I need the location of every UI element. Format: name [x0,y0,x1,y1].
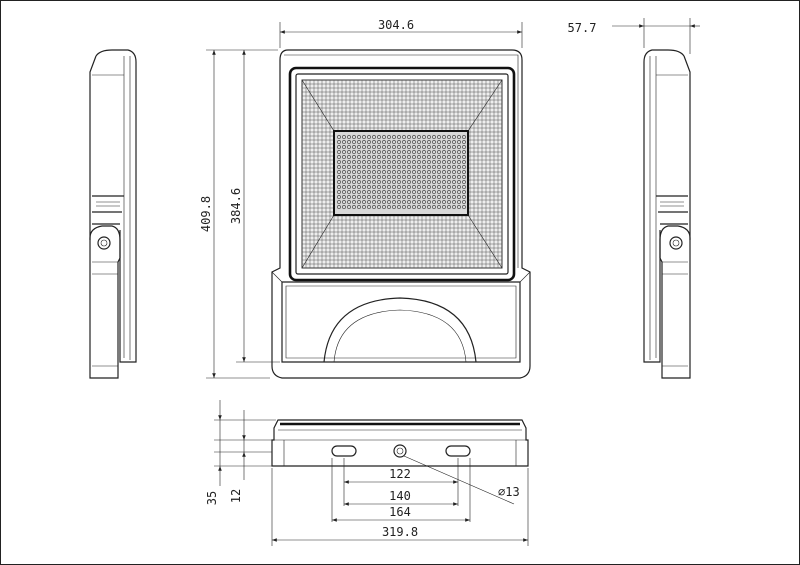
dim-label-140: 140 [389,489,411,503]
dim-label-164: 164 [389,505,411,519]
dim-front-height-total: 409.8 [199,49,278,379]
bottom-view [271,419,529,467]
mounting-slot-right [445,445,471,457]
dim-label-319-8: 319.8 [382,525,418,539]
mounting-slot-left [331,445,357,457]
led-array [337,135,466,209]
dim-label-diameter: ⌀13 [498,485,520,499]
dim-front-height-body: 384.6 [229,50,280,363]
right-side-view [643,49,691,379]
dim-hole-diameter: ⌀13 [403,455,520,505]
dim-side-depth: 57.7 [568,18,700,54]
left-side-view [89,49,137,379]
dim-label-depth: 57.7 [568,21,597,35]
dim-label-height-12: 12 [229,489,243,503]
dim-bottom-widths: 122 140 164 319.8 [271,458,529,546]
dim-label-122: 122 [389,467,411,481]
dim-label-height-total: 409.8 [199,196,213,232]
dim-label-height-body: 384.6 [229,188,243,224]
dim-bottom-heights: 35 12 [205,400,276,505]
dim-label-width: 304.6 [378,18,414,32]
cable-hole [393,444,407,458]
dim-front-width: 304.6 [279,18,523,48]
dim-label-height-35: 35 [205,491,219,505]
front-view [271,49,531,379]
